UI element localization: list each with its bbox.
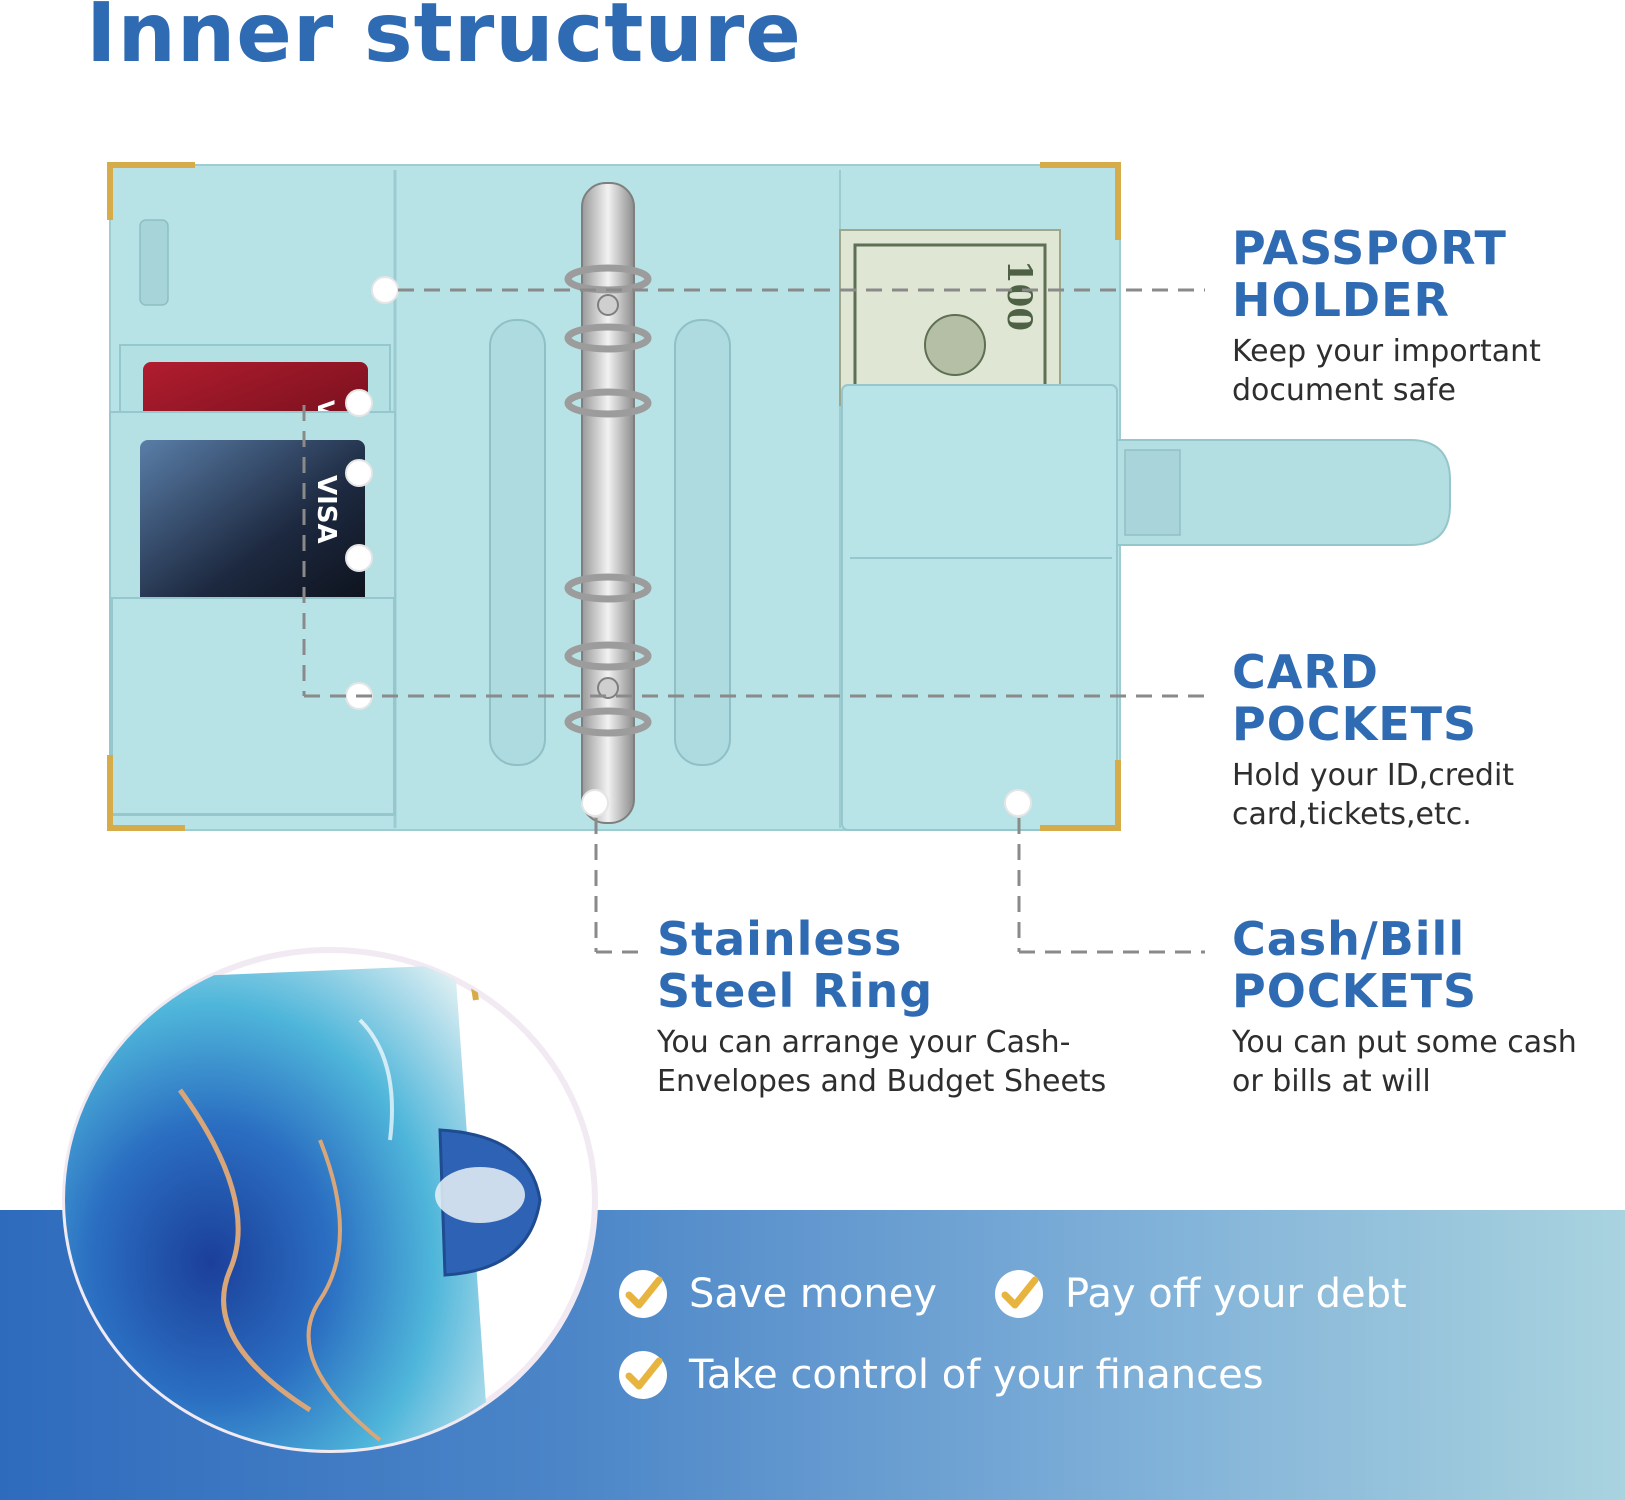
pen-loop-right — [674, 319, 731, 766]
passport-pocket — [841, 384, 1118, 831]
binder-illustration: VISA VISA 100 — [107, 162, 1451, 954]
passport-holder-label: PASSPORT HOLDER Keep your important docu… — [1232, 222, 1541, 410]
pen-loop-left — [489, 319, 546, 766]
steel-ring-title: Stainless Steel Ring — [657, 912, 934, 1018]
cash-pockets-label: Cash/Bill POCKETS You can put some cash … — [1232, 913, 1577, 1101]
benefit-take-control: Take control of your finances — [617, 1349, 1264, 1401]
cash-pockets-desc: You can put some cash or bills at will — [1232, 1025, 1577, 1099]
passport-holder-desc: Keep your important document safe — [1232, 334, 1541, 408]
card-pockets-title: CARD POCKETS — [1232, 645, 1478, 751]
card-pockets-desc: Hold your ID,credit card,tickets,etc. — [1232, 758, 1515, 832]
svg-text:100: 100 — [999, 260, 1039, 331]
binder-strap — [1109, 439, 1451, 546]
steel-ring-desc: You can arrange your Cash- Envelopes and… — [657, 1025, 1107, 1099]
steel-ring-label: Stainless Steel Ring You can arrange you… — [657, 913, 1106, 1101]
benefit-label: Take control of your finances — [689, 1352, 1264, 1398]
benefit-label: Save money — [689, 1271, 937, 1317]
svg-text:VISA: VISA — [311, 475, 341, 544]
card-blue — [140, 440, 365, 605]
card-pockets-label: CARD POCKETS Hold your ID,credit card,ti… — [1232, 646, 1514, 834]
marble-binder-photo — [62, 947, 598, 1453]
benefit-save-money: Save money — [617, 1268, 937, 1320]
check-icon — [995, 1270, 1043, 1318]
benefit-pay-off-debt: Pay off your debt — [993, 1268, 1407, 1320]
page-title: Inner structure — [86, 0, 802, 81]
passport-holder-title: PASSPORT HOLDER — [1232, 221, 1507, 327]
benefit-label: Pay off your debt — [1065, 1271, 1407, 1317]
check-icon — [619, 1270, 667, 1318]
check-icon — [619, 1351, 667, 1399]
cash-pockets-title: Cash/Bill POCKETS — [1232, 912, 1478, 1018]
ring-spine — [581, 182, 635, 824]
